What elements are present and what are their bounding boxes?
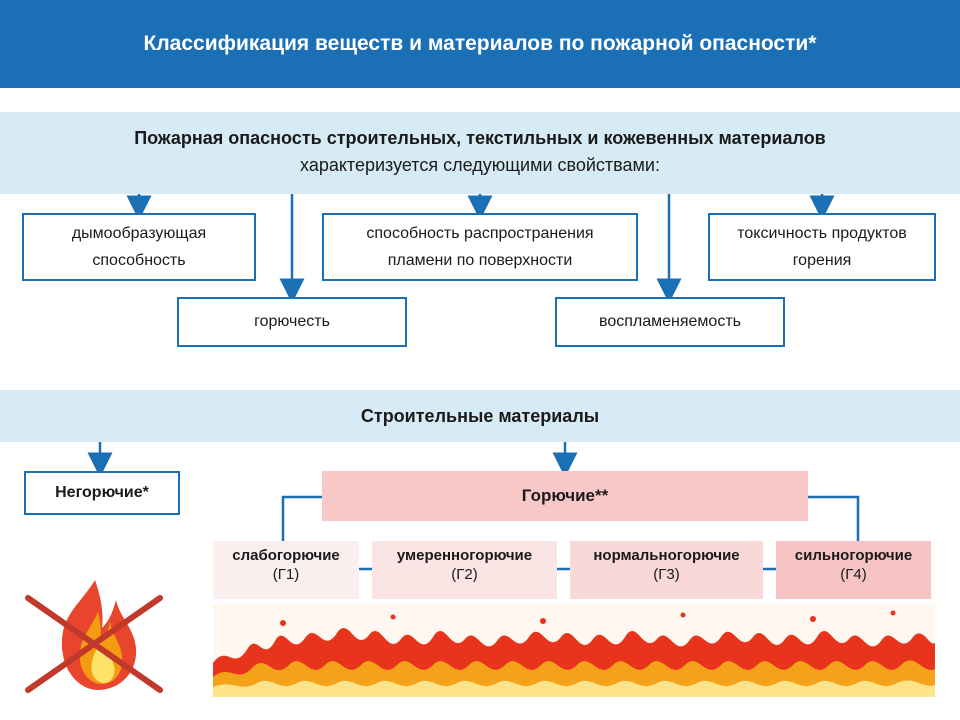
category-g3-code: (Г3): [653, 566, 680, 583]
property-smoke: дымообразующая способность: [22, 213, 256, 281]
category-g4-code: (Г4): [840, 566, 867, 583]
property-toxicity: токсичность продуктов горения: [708, 213, 936, 281]
noncombustible-label: Негорючие*: [55, 484, 149, 501]
bracket-left: [281, 495, 322, 541]
property-spread: способность распространения пламени по п…: [322, 213, 638, 281]
category-g1-code: (Г1): [272, 566, 300, 583]
category-g2-name: умеренногорючие: [396, 547, 533, 564]
noncombustible-box: Негорючие*: [24, 471, 180, 515]
category-g3-name: нормальногорючие: [593, 547, 740, 564]
category-g4-name: сильногорючие: [794, 547, 913, 564]
building-materials-title: Строительные материалы: [360, 405, 600, 426]
property-toxicity-label: токсичность продуктов горения: [737, 224, 907, 269]
category-g4: сильногорючие (Г4): [776, 541, 931, 599]
properties-band-line2: характеризуется следующими свойствами:: [300, 155, 660, 175]
property-ignitability: воспламеняемость: [555, 297, 785, 347]
category-g1: слабогорючие (Г1): [213, 541, 359, 599]
fire-strip-graphic: [213, 610, 935, 697]
property-smoke-label: дымообразующая способность: [71, 224, 207, 269]
fire-strip: [213, 603, 935, 697]
category-g3: нормальногорючие (Г3): [570, 541, 763, 599]
properties-band: Пожарная опасность строительных, текстил…: [0, 112, 960, 194]
bracket-right: [808, 495, 860, 541]
category-g1-name: слабогорючие: [232, 547, 340, 564]
property-ignitability-label: воспламеняемость: [599, 313, 741, 331]
properties-band-line1: Пожарная опасность строительных, текстил…: [134, 128, 826, 148]
building-materials-band: Строительные материалы: [0, 390, 960, 442]
property-spread-label: способность распространения пламени по п…: [366, 224, 594, 269]
category-g2: умеренногорючие (Г2): [372, 541, 557, 599]
category-g2-code: (Г2): [451, 566, 478, 583]
property-combustibility: горючесть: [177, 297, 407, 347]
crossed-flame-icon: [25, 580, 163, 693]
combustible-box: Горючие**: [322, 471, 808, 521]
combustible-label: Горючие**: [521, 486, 609, 505]
property-combustibility-label: горючесть: [254, 313, 330, 331]
page-title: Классификация веществ и материалов по по…: [0, 0, 960, 88]
